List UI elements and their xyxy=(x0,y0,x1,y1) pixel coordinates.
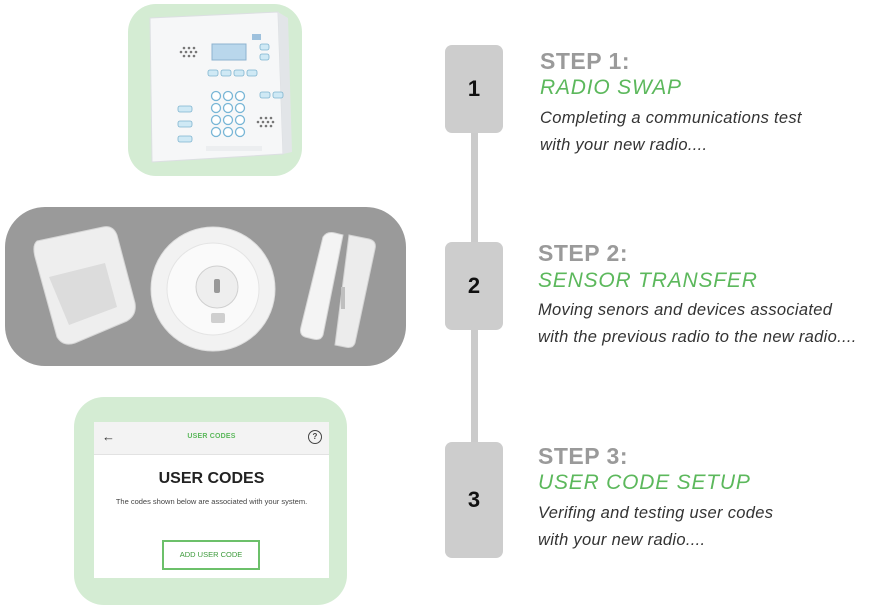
step-3-description-line-1: Verifing and testing user codes xyxy=(538,504,774,522)
step-3-description-line-2: with your new radio.... xyxy=(538,531,706,549)
step-3-number: 3 xyxy=(467,487,481,512)
add-user-code-button[interactable]: ADD USER CODE xyxy=(162,540,260,570)
screen-title: USER CODES xyxy=(158,470,265,487)
step-2-description-line-2: with the previous radio to the new radio… xyxy=(538,328,857,346)
step-2-description-line-1: Moving senors and devices associated xyxy=(538,301,833,319)
user-codes-screen: ← USER CODES ? USER CODES The codes show… xyxy=(94,422,329,578)
door-sensor-icon xyxy=(300,232,376,348)
help-icon[interactable]: ? xyxy=(308,430,322,444)
screen-description: The codes shown below are associated wit… xyxy=(115,497,308,506)
smoke-detector-icon xyxy=(150,226,276,352)
motion-sensor-icon xyxy=(33,226,136,345)
step-1-description-line-2: with your new radio.... xyxy=(540,136,708,154)
step-3-label: STEP 3: xyxy=(538,443,628,469)
screen-header-title: USER CODES xyxy=(187,433,236,440)
step-1-number: 1 xyxy=(467,76,481,101)
alarm-keypad-image xyxy=(149,11,292,163)
step-1-description-line-1: Completing a communications test xyxy=(540,109,802,127)
sensors-image xyxy=(33,226,376,352)
step-2-name: SENSOR TRANSFER xyxy=(538,269,758,292)
step-1-number-box: 1 xyxy=(445,45,503,133)
step-1-label: STEP 1: xyxy=(540,48,630,74)
back-arrow-icon[interactable]: ← xyxy=(102,429,115,444)
step-3-number-box: 3 xyxy=(445,442,503,558)
step-1-name: RADIO SWAP xyxy=(540,76,682,99)
step-2-number-box: 2 xyxy=(445,242,503,330)
step-2-number: 2 xyxy=(467,273,481,298)
step-3-name: USER CODE SETUP xyxy=(538,471,751,494)
step-2-label: STEP 2: xyxy=(538,240,628,266)
screen-header: ← USER CODES ? xyxy=(94,422,329,455)
